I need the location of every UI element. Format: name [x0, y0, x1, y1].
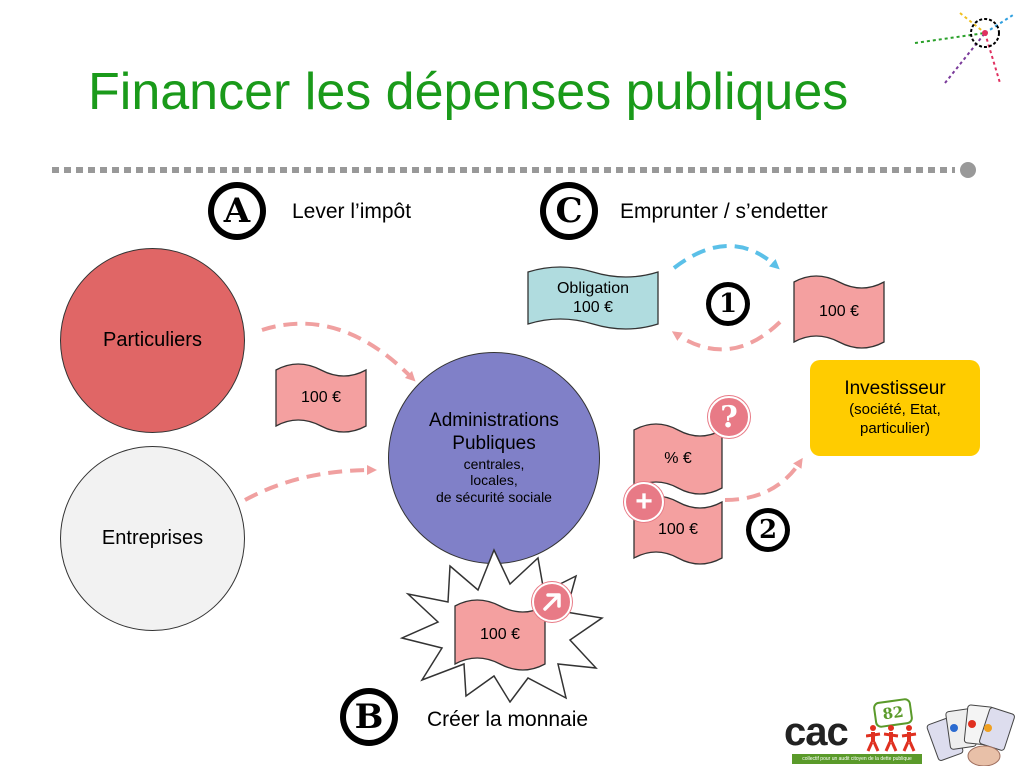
money-note-amount: 100 €: [479, 626, 521, 644]
investisseur-sub-line1: (société, Etat,: [849, 401, 941, 419]
network-decoration: [914, 12, 1014, 84]
step-2-badge: 2: [746, 508, 790, 552]
obligation-note: Obligation 100 €: [527, 262, 659, 334]
loan-note-amount: 100 €: [818, 303, 860, 321]
step-1-number: 1: [711, 287, 745, 321]
admin-title-line2: Publiques: [452, 432, 536, 454]
admin-title-line1: Administrations: [429, 410, 559, 431]
section-a-badge: A: [208, 182, 266, 240]
logo-figures-icon: [866, 725, 917, 752]
arrow-entreprises-to-admin: [244, 465, 377, 502]
admin-sub-line1: centrales,: [463, 455, 525, 472]
investisseur-sub-line2: particulier): [859, 419, 931, 437]
interest-note: % €: [633, 418, 723, 500]
investisseur-title: Investisseur: [844, 378, 946, 400]
playing-cards-illustration: [926, 704, 1015, 766]
question-glyph: ?: [720, 399, 738, 435]
plus-icon: +: [624, 482, 664, 522]
arrow-investor-to-obligation: [671, 320, 782, 352]
section-b-letter: B: [346, 694, 392, 740]
step-2-number: 2: [751, 513, 785, 547]
admin-sub-line2: locales,: [470, 472, 518, 489]
repayment-note-amount: 100 €: [657, 521, 699, 539]
section-a-letter: A: [214, 188, 260, 234]
increase-arrow-icon: [532, 582, 572, 622]
investisseur-node: Investisseur (société, Etat, particulier…: [810, 360, 980, 456]
arrow-obligation-to-investor: [672, 244, 780, 270]
loan-note: 100 €: [793, 270, 885, 354]
section-a-heading: Lever l’impôt: [292, 200, 412, 223]
cac82-logo: 82 cac collectif pour un audit citoyen d…: [784, 697, 924, 766]
section-c-badge: C: [540, 182, 598, 240]
section-b-badge: B: [340, 688, 398, 746]
admin-sub-line3: de sécurité sociale: [436, 489, 552, 506]
section-c-heading: Emprunter / s’endetter: [620, 200, 828, 223]
plus-glyph: +: [635, 485, 653, 518]
obligation-label: Obligation: [556, 279, 630, 297]
entreprises-label: Entreprises: [101, 527, 204, 549]
section-b-heading: Créer la monnaie: [427, 708, 589, 731]
page-title: Financer les dépenses publiques: [88, 63, 849, 121]
question-icon: ?: [708, 396, 750, 438]
administrations-node: Administrations Publiques centrales, loc…: [388, 352, 600, 564]
section-c-letter: C: [546, 188, 592, 234]
logo-tagline: collectif pour un audit citoyen de la de…: [792, 754, 922, 764]
obligation-amount: 100 €: [572, 299, 614, 316]
logo-text: cac: [784, 710, 849, 754]
tax-note: 100 €: [275, 358, 367, 438]
title-divider: [52, 162, 976, 178]
money-note: 100 €: [454, 594, 546, 676]
tax-note-amount: 100 €: [300, 389, 342, 407]
arrow-particuliers-to-admin: [261, 321, 416, 382]
entreprises-node: Entreprises: [60, 446, 245, 631]
particuliers-label: Particuliers: [103, 329, 202, 351]
interest-note-amount: % €: [664, 450, 692, 468]
particuliers-node: Particuliers: [60, 248, 245, 433]
arrow-repayment-to-investor: [724, 457, 803, 502]
step-1-badge: 1: [706, 282, 750, 326]
